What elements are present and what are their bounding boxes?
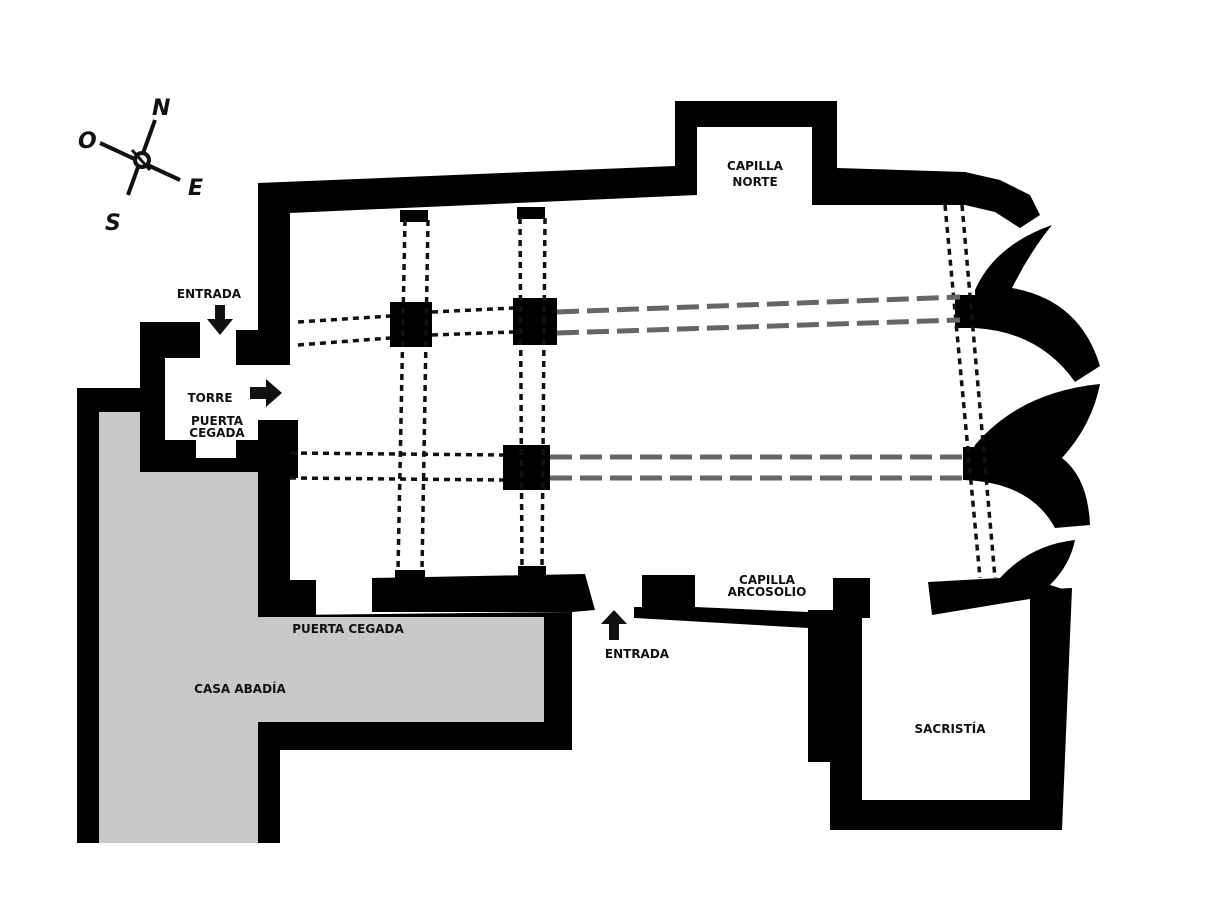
arrow-down-icon — [207, 305, 233, 335]
label-capilla-norte-1: CAPILLA — [727, 159, 784, 173]
label-torre: TORRE — [187, 391, 232, 405]
label-casa-abadia: CASA ABADÍA — [194, 681, 286, 696]
apse-lobe-upper — [975, 225, 1100, 382]
arrow-up-icon — [601, 610, 627, 640]
church-walls — [236, 101, 1100, 830]
compass-north: N — [152, 96, 170, 121]
label-puerta-cegada-sur: PUERTA CEGADA — [292, 622, 404, 636]
compass-south: S — [105, 211, 121, 236]
label-sacristia: SACRISTÍA — [914, 721, 986, 736]
arrow-right-icon — [250, 379, 282, 407]
label-entrada-oeste: ENTRADA — [177, 287, 242, 301]
apse-lobe-lower — [963, 384, 1100, 528]
apse-north — [965, 172, 1040, 228]
label-entrada-sur: ENTRADA — [605, 647, 670, 661]
label-capilla-arcosolio-1: CAPILLA — [739, 573, 796, 587]
vault-lines — [289, 204, 997, 579]
compass-icon — [99, 119, 181, 196]
label-capilla-arcosolio-2: ARCOSOLIO — [728, 585, 807, 599]
compass-west: O — [78, 129, 97, 154]
label-puerta-cegada-torre-2: CEGADA — [189, 426, 245, 440]
label-puerta-cegada-torre-1: PUERTA — [191, 414, 244, 428]
casa-abadia — [77, 322, 572, 843]
label-capilla-norte-2: NORTE — [732, 175, 777, 189]
apse-south — [928, 540, 1075, 615]
compass-east: E — [188, 176, 203, 201]
